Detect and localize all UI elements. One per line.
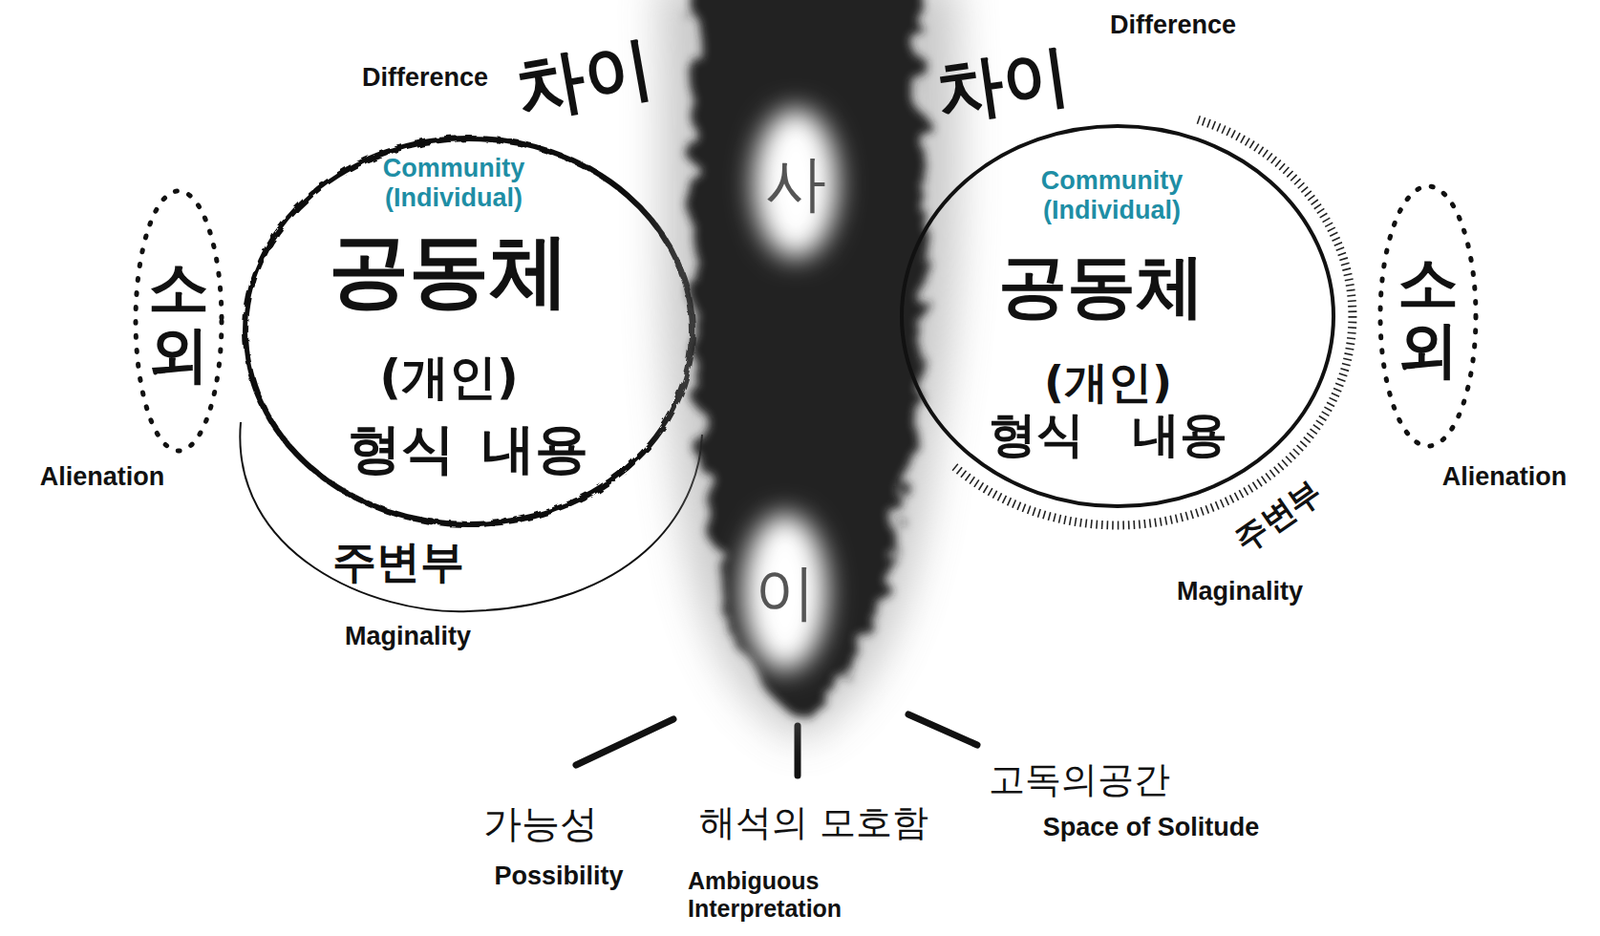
korean-word: 주변부 bbox=[1228, 472, 1329, 558]
korean-word: 내용 bbox=[1131, 408, 1228, 462]
band-syllable: 이 bbox=[754, 558, 816, 626]
annotation-label: Ambiguous Interpretation bbox=[687, 867, 927, 923]
margin-hatch: 주변부Maginality bbox=[888, 95, 1386, 555]
korean-word: (개인) bbox=[379, 351, 519, 405]
korean-word: 형식 bbox=[988, 408, 1085, 462]
vertical-word: 소외 bbox=[1397, 249, 1459, 384]
annotation-label: Possibility bbox=[493, 862, 623, 892]
english-label: Alienation bbox=[40, 463, 166, 492]
leader-line bbox=[576, 719, 674, 766]
circle-outline bbox=[245, 138, 693, 525]
band-syllable: 사 bbox=[765, 149, 827, 217]
english-label: Alienation bbox=[1442, 463, 1568, 492]
community-circle: Difference차이Community (Individual)공동체(개인… bbox=[897, 122, 1338, 511]
between-band: 사이 bbox=[630, 0, 984, 736]
korean-word: 내용 bbox=[481, 419, 589, 479]
hatch-arc bbox=[954, 119, 1353, 526]
dashed-outline bbox=[1380, 186, 1476, 447]
korean-word: 공동체 bbox=[998, 248, 1205, 324]
korean-word: 형식 bbox=[347, 419, 455, 479]
annotation-label: Space of Solitude bbox=[1043, 813, 1260, 843]
community-label: Community (Individual) bbox=[1011, 166, 1213, 226]
korean-word: 공동체 bbox=[328, 226, 570, 315]
annotation-word: 가능성 bbox=[483, 802, 598, 845]
margin-band: 주변부Maginality bbox=[229, 410, 717, 621]
annotation-word: 해석의 모호함 bbox=[699, 803, 929, 844]
english-label: Maginality bbox=[1176, 577, 1303, 607]
vertical-word: 소외 bbox=[148, 254, 210, 389]
annotation-word: 고독의공간 bbox=[988, 760, 1171, 801]
light-glow bbox=[743, 513, 828, 671]
circle-outline bbox=[901, 126, 1334, 507]
community-circle: Difference차이Community (Individual)공동체(개인… bbox=[239, 132, 699, 531]
dashed-outline bbox=[135, 191, 222, 451]
heading-word: 차이 bbox=[510, 29, 660, 128]
light-glow bbox=[753, 108, 838, 258]
heading-word: 차이 bbox=[931, 38, 1074, 130]
charcoal-halo bbox=[659, 0, 960, 741]
leader-line bbox=[908, 714, 978, 746]
english-label: Maginality bbox=[344, 622, 471, 652]
alienation-ellipse: 소외Alienation bbox=[132, 188, 225, 454]
margin-band-outline bbox=[229, 410, 717, 621]
community-label: Community (Individual) bbox=[353, 153, 555, 214]
alienation-ellipse: 소외Alienation bbox=[1377, 183, 1479, 449]
korean-word: 주변부 bbox=[332, 537, 465, 587]
margin-outline bbox=[239, 422, 703, 612]
korean-word: (개인) bbox=[1044, 358, 1173, 407]
heading-label: Difference bbox=[362, 64, 489, 93]
heading-label: Difference bbox=[1109, 11, 1237, 41]
charcoal-band bbox=[692, 0, 928, 722]
